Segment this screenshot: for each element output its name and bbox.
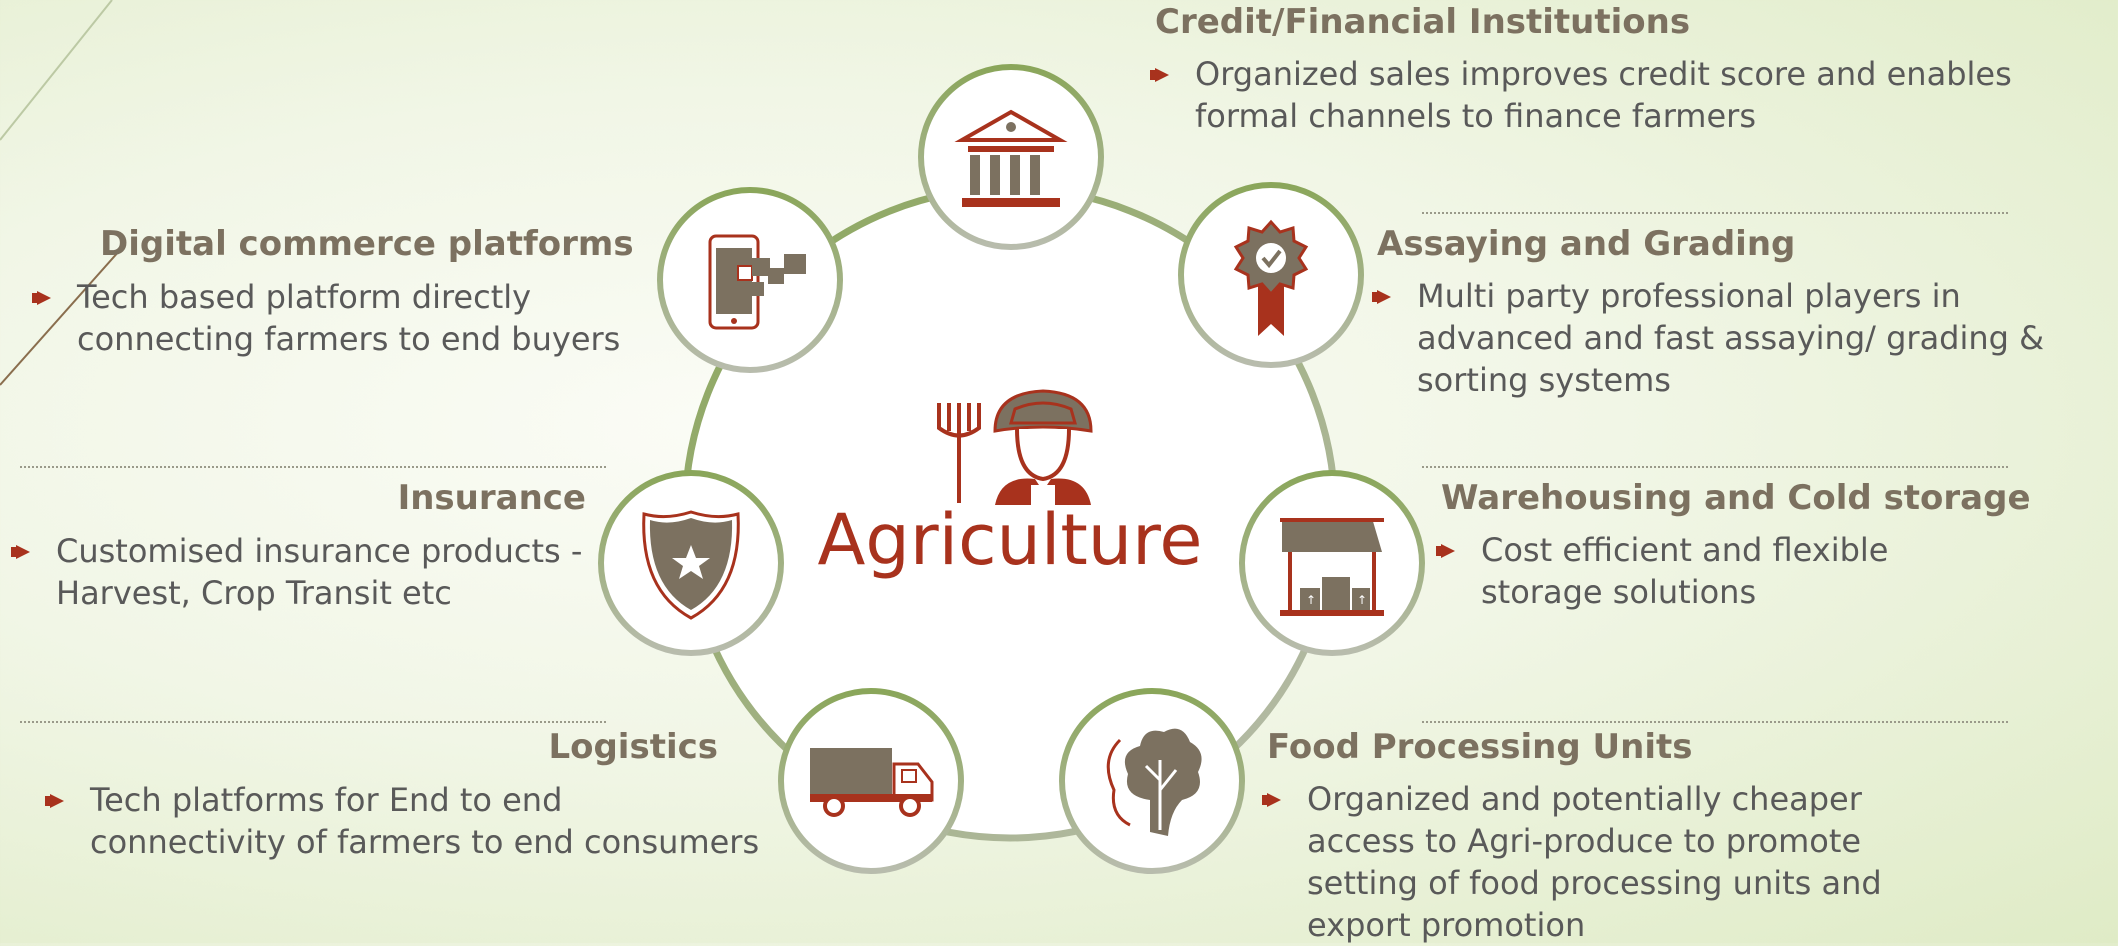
logistics-title: Logistics: [548, 727, 718, 767]
logistics-block: Tech platforms for End to end connectivi…: [45, 769, 760, 863]
warehousing-line: storage solutions: [1481, 572, 1757, 611]
logistics-description: Tech platforms for End to end connectivi…: [45, 779, 760, 863]
digital-title: Digital commerce platforms: [100, 224, 634, 264]
insurance-block: Customised insurance products - Harvest,…: [11, 520, 583, 614]
node-credit[interactable]: [918, 64, 1104, 250]
mobile-commerce-icon: [708, 234, 806, 330]
insurance-title-block: Insurance: [300, 478, 586, 519]
node-assaying[interactable]: [1178, 182, 1364, 368]
bullet-arrow-icon: [1436, 543, 1455, 558]
credit-line: Organized sales improves credit score an…: [1195, 54, 2012, 93]
digital-line: connecting farmers to end buyers: [77, 320, 621, 358]
insurance-line: Harvest, Crop Transit etc: [56, 574, 452, 612]
node-insurance[interactable]: [598, 470, 784, 656]
node-logistics[interactable]: [778, 688, 964, 874]
food-description: Organized and potentially cheaper access…: [1262, 778, 1882, 946]
credit-description: Organized sales improves credit score an…: [1150, 53, 2012, 137]
separator-line: [20, 721, 606, 723]
logistics-line: Tech platforms for End to end: [90, 781, 563, 819]
bullet-arrow-icon: [32, 291, 51, 305]
truck-icon: [810, 748, 934, 817]
assaying-line: sorting systems: [1417, 360, 1671, 399]
lettuce-icon: [1106, 728, 1202, 836]
center-label: Agriculture: [817, 499, 1203, 581]
warehousing-description: Cost efficient and flexible storage solu…: [1436, 529, 2031, 613]
food-line: access to Agri-produce to promote: [1307, 821, 1862, 860]
credit-title: Credit/Financial Institutions: [1155, 2, 1691, 42]
digital-line: Tech based platform directly: [77, 278, 532, 316]
warehousing-line: Cost efficient and flexible: [1481, 530, 1889, 569]
credit-block: Credit/Financial Institutions Organized …: [1150, 2, 2012, 137]
bullet-arrow-icon: [1262, 792, 1281, 807]
node-digital[interactable]: [657, 187, 843, 373]
assaying-line: Multi party professional players in: [1417, 276, 1961, 315]
food-line: setting of food processing units and: [1307, 863, 1882, 902]
insurance-line: Customised insurance products -: [56, 532, 583, 570]
bank-icon: [954, 109, 1068, 207]
digital-title-block: Digital commerce platforms: [100, 224, 634, 265]
insurance-title: Insurance: [397, 478, 586, 518]
bullet-arrow-icon: [45, 794, 64, 808]
node-food[interactable]: [1059, 688, 1245, 874]
bullet-arrow-icon: [1372, 289, 1391, 304]
bullet-arrow-icon: [1150, 67, 1169, 82]
svg-text:↑: ↑: [1357, 593, 1367, 607]
separator-line: [1422, 721, 2008, 723]
digital-block: Tech based platform directly connecting …: [32, 266, 621, 360]
svg-text:↑: ↑: [1306, 593, 1316, 607]
logistics-line: connectivity of farmers to end consumers: [90, 823, 760, 861]
assaying-title: Assaying and Grading: [1377, 224, 1796, 264]
shield-star-icon: [642, 510, 740, 620]
food-title: Food Processing Units: [1267, 727, 1693, 767]
assaying-line: advanced and fast assaying/ grading &: [1417, 318, 2045, 357]
digital-description: Tech based platform directly connecting …: [32, 276, 621, 360]
assaying-block: Assaying and Grading Multi party profess…: [1372, 224, 2045, 401]
insurance-description: Customised insurance products - Harvest,…: [11, 530, 583, 614]
separator-line: [1422, 466, 2008, 468]
separator-line: [20, 466, 606, 468]
food-line: export promotion: [1307, 905, 1586, 944]
farmer-icon: [937, 389, 1093, 505]
logistics-title-block: Logistics: [500, 727, 718, 768]
separator-line: [1422, 212, 2008, 214]
award-badge-icon: [1233, 219, 1309, 336]
food-block: Food Processing Units Organized and pote…: [1262, 727, 1882, 946]
credit-line: formal channels to finance farmers: [1195, 96, 1756, 135]
food-line: Organized and potentially cheaper: [1307, 779, 1862, 818]
warehouse-icon: ↑ ↑: [1280, 518, 1384, 616]
warehousing-title: Warehousing and Cold storage: [1441, 478, 2031, 518]
warehousing-block: Warehousing and Cold storage Cost effici…: [1436, 478, 2031, 613]
node-warehousing[interactable]: ↑ ↑: [1239, 470, 1425, 656]
assaying-description: Multi party professional players in adva…: [1372, 275, 2045, 401]
bullet-arrow-icon: [11, 545, 30, 559]
